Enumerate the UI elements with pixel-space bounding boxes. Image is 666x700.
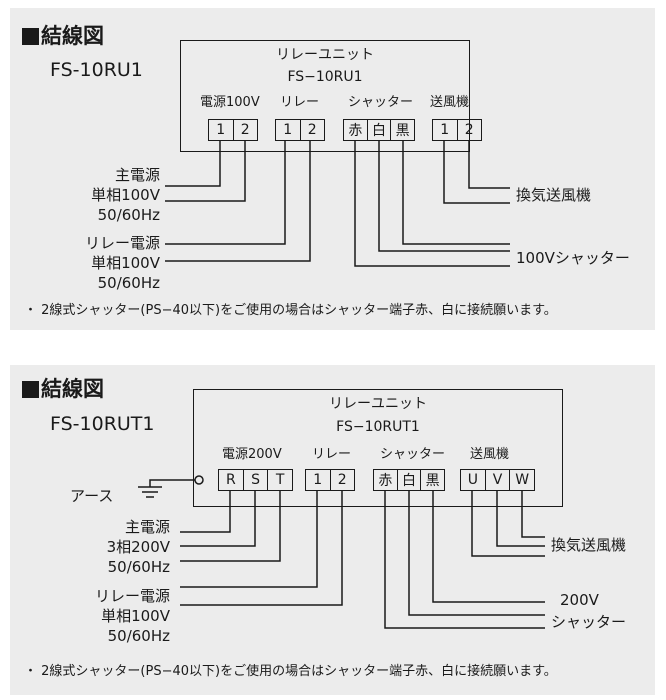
relay-unit-title: リレーユニット xyxy=(329,396,427,412)
terminal-block-shutter: 赤 白 黒 xyxy=(373,469,445,491)
terminal-block-relay: 1 2 xyxy=(275,119,325,141)
terminal-block-power: R S T xyxy=(218,469,293,491)
black-square-icon xyxy=(22,28,39,45)
diagram-heading: 結線図 xyxy=(22,26,104,47)
terminal: 1 xyxy=(209,120,234,140)
terminal: 赤 xyxy=(344,120,368,140)
terminal: U xyxy=(461,470,486,490)
terminal: R xyxy=(219,470,244,490)
relay-unit-box xyxy=(193,389,563,507)
terminal: 黒 xyxy=(425,473,440,489)
model-name: FS-10RUT1 xyxy=(50,413,155,435)
group-label-relay: リレー xyxy=(280,95,320,110)
terminal: W xyxy=(515,472,530,488)
wiring-lines xyxy=(138,475,545,629)
main-power-label-3: 50/60Hz xyxy=(97,206,160,224)
note-text: ・ 2線式シャッター(PS−40以下)をご使用の場合はシャッター端子赤、白に接続… xyxy=(24,303,557,318)
relay-unit-model: FS−10RUT1 xyxy=(336,419,420,435)
terminal: 2 xyxy=(464,122,474,138)
terminal-block-fan: U V W xyxy=(460,469,535,491)
terminal: 1 xyxy=(433,120,458,140)
terminal: 2 xyxy=(240,122,250,138)
relay-power-label-2: 単相100V xyxy=(101,607,170,625)
earth-label: アース xyxy=(70,487,114,505)
relay-power-label-1: リレー電源 xyxy=(94,587,170,605)
diagram-heading: 結線図 xyxy=(22,379,104,400)
shutter-label: 100Vシャッター xyxy=(516,249,630,267)
terminal: 白 xyxy=(398,470,422,490)
relay-unit-model: FS−10RU1 xyxy=(287,69,363,85)
model-name: FS-10RU1 xyxy=(50,59,143,81)
terminal-block-power: 1 2 xyxy=(208,119,258,141)
terminal-block-fan: 1 2 xyxy=(432,119,482,141)
group-label-fan: 送風機 xyxy=(470,447,510,462)
terminal: 2 xyxy=(307,122,317,138)
wiring-diagram-fs-10ru1: 結線図 FS-10RU1 リレーユニット FS−10RU1 電源100V リレー… xyxy=(10,8,655,330)
shutter-label: シャッター xyxy=(551,613,627,631)
main-power-label-1: 主電源 xyxy=(124,518,170,536)
main-power-label-3: 50/60Hz xyxy=(107,558,170,576)
terminal: 1 xyxy=(276,120,301,140)
group-label-shutter: シャッター xyxy=(380,447,446,462)
terminal-block-relay: 1 2 xyxy=(305,469,355,491)
terminal: 1 xyxy=(306,470,331,490)
relay-power-label-3: 50/60Hz xyxy=(97,274,160,292)
group-label-shutter: シャッター xyxy=(348,95,414,110)
note-text: ・ 2線式シャッター(PS−40以下)をご使用の場合はシャッター端子赤、白に接続… xyxy=(24,664,557,679)
terminal: S xyxy=(244,470,269,490)
relay-power-label-1: リレー電源 xyxy=(84,234,160,252)
terminal-block-shutter: 赤 白 黒 xyxy=(343,119,415,141)
main-power-label-2: 単相100V xyxy=(91,186,160,204)
group-label-power: 電源200V xyxy=(222,447,282,462)
fan-label: 換気送風機 xyxy=(516,186,592,204)
terminal: T xyxy=(275,472,285,488)
terminal: 2 xyxy=(337,472,347,488)
group-label-relay: リレー xyxy=(312,447,352,462)
relay-power-label-3: 50/60Hz xyxy=(107,627,170,645)
relay-unit-title: リレーユニット xyxy=(276,47,374,63)
terminal: 黒 xyxy=(395,123,410,139)
group-label-fan: 送風機 xyxy=(430,95,470,110)
group-label-power: 電源100V xyxy=(200,95,260,110)
fan-label: 換気送風機 xyxy=(551,536,627,554)
terminal: 赤 xyxy=(374,470,398,490)
wiring-diagram-fs-10rut1: 結線図 FS-10RUT1 リレーユニット FS−10RUT1 電源200V リ… xyxy=(10,365,655,695)
terminal: V xyxy=(486,470,511,490)
relay-unit-box xyxy=(180,40,470,152)
relay-power-label-2: 単相100V xyxy=(91,254,160,272)
main-power-label-1: 主電源 xyxy=(114,166,160,184)
terminal: 白 xyxy=(368,120,392,140)
main-power-label-2: 3相200V xyxy=(106,538,170,556)
shutter-voltage-label: 200V xyxy=(560,591,599,609)
black-square-icon xyxy=(22,381,39,398)
wiring-lines xyxy=(165,141,510,267)
